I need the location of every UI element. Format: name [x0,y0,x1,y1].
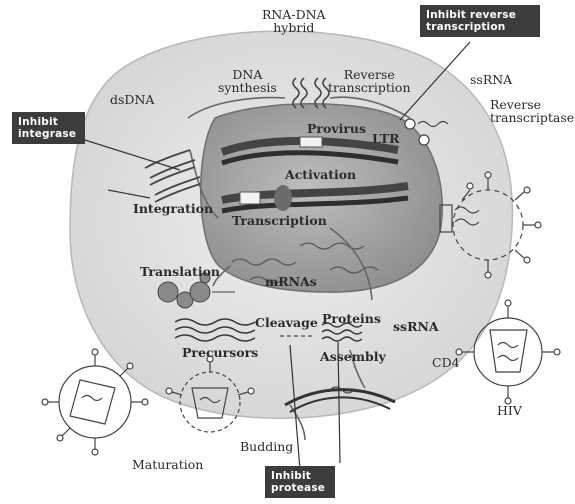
box-inhibit-integrase: Inhibit integrase [12,112,85,144]
label-ssrna-top: ssRNA [470,73,512,86]
label-translation: Translation [140,265,220,278]
label-reverse-transcription: Reverse transcription [328,68,411,94]
label-integration: Integration [133,202,213,215]
label-dna-synthesis: DNA synthesis [218,68,277,94]
label-hiv: HIV [497,404,522,417]
label-activation: Activation [285,168,356,181]
mature-virus-left [42,349,148,455]
label-cleavage: Cleavage [255,316,318,329]
label-maturation: Maturation [132,458,203,471]
label-cd4: CD4 [432,356,460,369]
label-dsdna: dsDNA [110,93,154,106]
label-assembly: Assembly [320,350,386,363]
box-inhibit-reverse-transcription: Inhibit reverse transcription [420,5,540,37]
label-rna-dna-hybrid: RNA-DNA hybrid [262,8,326,34]
label-proteins: Proteins [322,312,381,325]
label-transcription: Transcription [232,214,327,227]
label-precursors: Precursors [182,346,258,359]
label-provirus: Provirus [307,122,366,135]
label-ltr: LTR [372,132,399,145]
label-reverse-transcriptase: Reverse transcriptase [490,98,574,124]
label-ssrna-mid: ssRNA [393,320,439,333]
label-budding: Budding [240,440,293,453]
box-inhibit-protease: Inhibit protease [265,466,335,498]
label-mrnas: mRNAs [265,275,317,288]
